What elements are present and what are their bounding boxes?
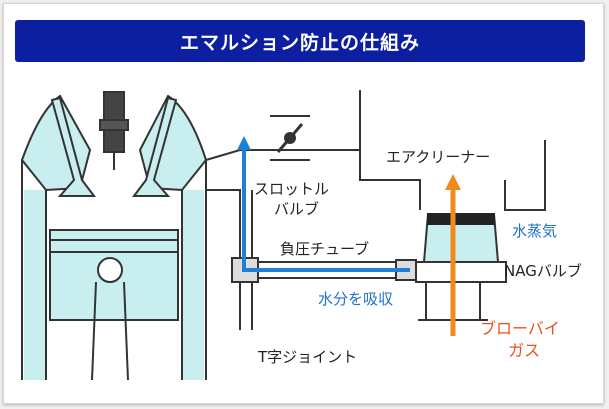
piston-pin bbox=[97, 257, 123, 283]
throttle-label-2: バルブ bbox=[274, 200, 319, 218]
air-cleaner-box bbox=[359, 90, 546, 211]
blowby-label-2: ガス bbox=[508, 341, 540, 360]
diagram-title: エマルション防止の仕組み bbox=[15, 20, 585, 62]
exhaust-valve bbox=[132, 96, 178, 197]
intake-valve bbox=[50, 96, 96, 197]
connecting-rod bbox=[91, 281, 129, 381]
intake-tract bbox=[205, 90, 546, 330]
water-vapor-label: 水蒸気 bbox=[512, 222, 557, 240]
cylinder-left-water-jacket bbox=[24, 190, 46, 380]
nag-valve-flange bbox=[415, 261, 507, 283]
vacuum-flow-line bbox=[242, 150, 410, 272]
blowby-flow-arrowhead bbox=[445, 174, 461, 190]
intake-duct-upper bbox=[205, 90, 361, 161]
throttle-housing bbox=[270, 115, 310, 161]
t-joint-label: T字ジョイント bbox=[257, 348, 357, 366]
cylinder-right-water-jacket bbox=[182, 190, 204, 380]
vacuum-flow-arrowhead bbox=[237, 136, 251, 150]
diagram-card bbox=[3, 3, 604, 404]
nag-valve-label: NAGバルブ bbox=[504, 262, 582, 280]
vacuum-tube-label: 負圧チューブ bbox=[280, 240, 369, 258]
absorb-moisture-label: 水分を吸収 bbox=[318, 290, 393, 308]
air-cleaner-label: エアクリーナー bbox=[386, 148, 490, 166]
blowby-label-1: ブローバイ bbox=[480, 319, 560, 338]
engine-cross-section bbox=[20, 91, 208, 381]
flow-arrows bbox=[237, 136, 461, 336]
vacuum-tube-outline bbox=[240, 261, 400, 279]
throttle-label-1: スロットル bbox=[254, 180, 329, 198]
